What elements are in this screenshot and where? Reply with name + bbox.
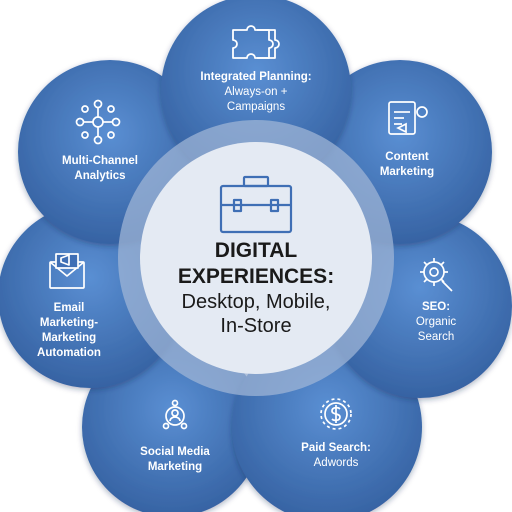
content-marketing-line2: Marketing	[379, 166, 435, 178]
paid-search-line2: Adwords	[313, 457, 359, 469]
dollar-coin-icon	[320, 398, 352, 430]
social-media-line2: Marketing	[147, 461, 203, 473]
seo-line1: SEO:	[421, 301, 451, 313]
center-subtitle-line2: In-Store	[220, 315, 292, 337]
network-nodes-icon	[75, 99, 121, 145]
center-circle	[118, 120, 394, 396]
integrated-planning-line2: Always-on +	[224, 86, 288, 98]
email-marketing-line4: Automation	[37, 347, 101, 359]
briefcase-icon	[219, 175, 293, 234]
integrated-planning-line3: Campaigns	[226, 101, 286, 113]
label-email-marketing: Email Marketing- Marketing Automation	[4, 301, 134, 361]
label-social-media: Social Media Marketing	[110, 445, 240, 475]
label-analytics: Multi-Channel Analytics	[35, 154, 165, 184]
paid-search-line1: Paid Search:	[301, 442, 371, 454]
seo-line3: Search	[417, 331, 455, 343]
seo-line2: Organic	[415, 316, 457, 328]
gear-search-icon	[420, 258, 453, 292]
content-marketing-line1: Content	[385, 151, 429, 163]
email-marketing-line2: Marketing-	[39, 317, 99, 329]
center-title-line2: EXPERIENCES:	[177, 265, 335, 288]
integrated-planning-line1: Integrated Planning:	[200, 71, 312, 83]
analytics-line1: Multi-Channel	[61, 155, 139, 167]
email-marketing-line3: Marketing	[41, 332, 97, 344]
center-title-line1: DIGITAL	[214, 239, 298, 262]
analytics-line2: Analytics	[74, 170, 126, 182]
label-seo: SEO: Organic Search	[371, 300, 501, 345]
email-megaphone-icon	[49, 253, 85, 289]
center-subtitle-line1: Desktop, Mobile,	[181, 291, 331, 313]
label-integrated-planning: Integrated Planning: Always-on + Campaig…	[191, 70, 321, 115]
label-content-marketing: Content Marketing	[342, 150, 472, 180]
center-text: DIGITAL EXPERIENCES: Desktop, Mobile, In…	[136, 238, 376, 338]
social-media-line1: Social Media	[140, 446, 210, 458]
label-paid-search: Paid Search: Adwords	[271, 441, 401, 471]
content-document-icon	[388, 101, 428, 135]
puzzle-icon	[232, 25, 280, 59]
email-marketing-line1: Email	[53, 302, 85, 314]
social-media-icon	[162, 399, 188, 430]
